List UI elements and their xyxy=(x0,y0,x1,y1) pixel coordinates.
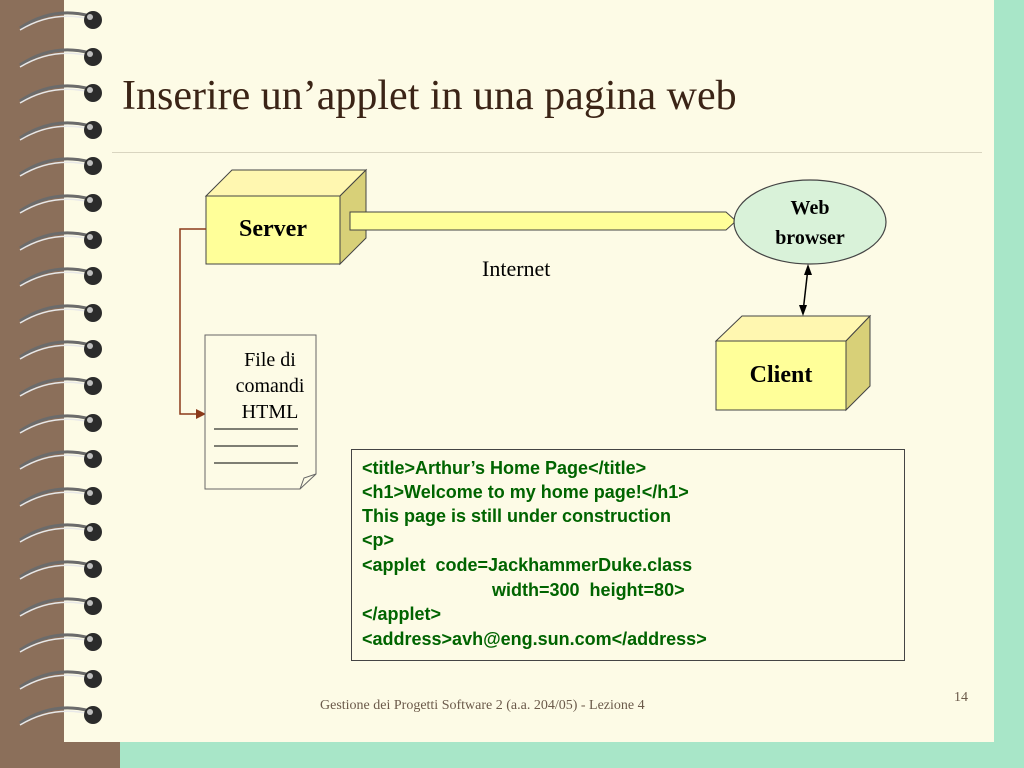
browser-label-line2: browser xyxy=(775,227,845,249)
code-line: </applet> xyxy=(362,604,442,624)
spiral-ring-icon xyxy=(19,194,102,214)
code-line: <title>Arthur’s Home Page</title> xyxy=(362,458,647,478)
file-label-line2: comandi xyxy=(235,375,305,397)
spiral-ring-icon xyxy=(19,706,102,727)
slide-title: Inserire un’applet in una pagina web xyxy=(122,73,737,119)
spiral-ring-icon xyxy=(19,413,102,434)
spiral-ring-icon xyxy=(19,523,102,544)
client-label: Client xyxy=(749,362,813,388)
client-box xyxy=(714,314,872,412)
server-label: Server xyxy=(239,216,307,242)
spiral-ring-icon xyxy=(19,377,102,397)
spiral-ring-icon xyxy=(19,47,102,68)
file-label-line1: File di xyxy=(244,349,296,371)
web-browser-oval xyxy=(733,179,887,265)
internet-arrow xyxy=(349,211,737,231)
title-divider xyxy=(112,152,982,153)
spiral-ring-icon xyxy=(19,560,102,580)
spiral-ring-icon xyxy=(19,11,102,31)
spiral-ring-icon xyxy=(19,450,102,470)
spiral-ring-icon xyxy=(19,157,102,178)
code-line: <h1>Welcome to my home page!</h1> xyxy=(362,482,689,502)
spiral-ring-icon xyxy=(19,120,102,141)
spiral-ring-icon xyxy=(19,84,102,104)
html-file-document xyxy=(204,334,317,490)
slide-corner-band xyxy=(0,741,120,768)
spiral-ring-icon xyxy=(19,633,102,653)
spiral-ring-icon xyxy=(19,596,102,617)
spiral-ring-icon xyxy=(19,340,102,361)
spiral-ring-icon xyxy=(19,230,102,251)
spiral-ring-icon xyxy=(19,267,102,287)
server-file-connector xyxy=(179,228,206,419)
code-line: <p> xyxy=(362,530,395,550)
slide-footer: Gestione dei Progetti Software 2 (a.a. 2… xyxy=(320,698,645,713)
internet-label: Internet xyxy=(482,256,551,281)
code-line: This page is still under construction xyxy=(362,506,672,526)
server-box xyxy=(204,168,368,266)
code-line: <address>avh@eng.sun.com</address> xyxy=(362,629,707,649)
page-number: 14 xyxy=(954,690,968,705)
file-label: File di comandi HTML xyxy=(206,347,334,425)
html-code-box xyxy=(351,449,905,661)
browser-label-line1: Web xyxy=(790,197,830,219)
spiral-ring-icon xyxy=(19,486,102,507)
code-line: width=300 height=80> xyxy=(362,580,685,600)
browser-client-arrow xyxy=(799,264,812,316)
spiral-ring-icon xyxy=(19,303,102,324)
file-label-line3: HTML xyxy=(241,401,299,423)
code-line: <applet code=JackhammerDuke.class xyxy=(362,555,693,575)
spiral-ring-icon xyxy=(19,669,102,690)
